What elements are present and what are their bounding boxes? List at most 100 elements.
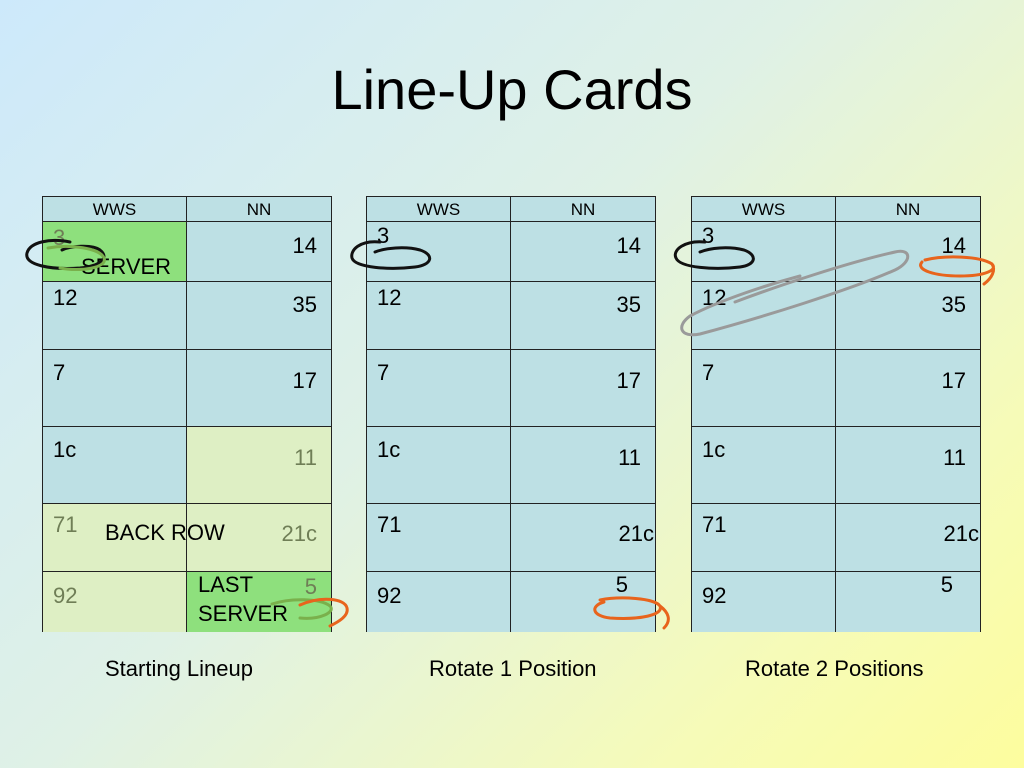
caption-starting-lineup: Starting Lineup	[105, 656, 253, 681]
player-nn-21c: 21c	[943, 521, 979, 546]
table-row: 1c 11	[692, 427, 980, 504]
player-wws-92: 92	[702, 583, 727, 608]
player-wws-12: 12	[53, 285, 78, 310]
player-nn-35: 35	[941, 292, 966, 317]
lineup-card-starting: WWS NN 3 SERVER 14 12 35 7 17 1c	[42, 196, 332, 632]
table-row: 7 17	[43, 350, 331, 427]
player-wws-3: 3	[53, 225, 66, 250]
table-row: 71 21c	[692, 504, 980, 572]
cell-nn: 14	[836, 222, 980, 281]
cell-wws: 92	[367, 572, 511, 632]
cell-wws: 7	[43, 350, 187, 426]
cell-wws-back-row: 71	[43, 504, 187, 571]
table-row: 3 14	[692, 222, 980, 282]
player-nn-14: 14	[616, 233, 641, 258]
cell-nn: 11	[836, 427, 980, 503]
player-wws-71: 71	[702, 512, 727, 537]
player-wws-7: 7	[702, 360, 715, 385]
last-server-label-line1: LAST	[198, 572, 254, 597]
cell-nn-back-row: 11	[187, 427, 331, 503]
server-label: SERVER	[81, 254, 172, 279]
cell-wws: 7	[692, 350, 836, 426]
player-nn-5: 5	[940, 572, 953, 597]
cell-nn: 21c	[511, 504, 655, 571]
player-nn-17: 17	[292, 368, 317, 393]
cell-nn: 11	[511, 427, 655, 503]
player-wws-12: 12	[377, 285, 402, 310]
table-row: 3 SERVER 14	[43, 222, 331, 282]
cell-nn: 35	[511, 282, 655, 349]
cell-nn-back-row: 21c	[187, 504, 331, 571]
header-nn: NN	[187, 197, 331, 221]
player-nn-11: 11	[294, 445, 317, 470]
slide-title: Line-Up Cards	[331, 58, 693, 121]
cell-wws: 12	[367, 282, 511, 349]
player-nn-35: 35	[616, 292, 641, 317]
player-nn-21c: 21c	[281, 521, 317, 546]
player-nn-14: 14	[941, 233, 966, 258]
player-wws-7: 7	[53, 360, 66, 385]
player-wws-3: 3	[377, 223, 390, 248]
player-nn-5: 5	[304, 574, 317, 599]
player-nn-17: 17	[941, 368, 966, 393]
table-row: 92 5	[367, 572, 655, 632]
table-row: 1c 11	[43, 427, 331, 504]
table-row: 7 17	[692, 350, 980, 427]
cell-nn: 35	[836, 282, 980, 349]
card-header-row: WWS NN	[367, 197, 655, 222]
last-server-cell: 5 LAST SERVER	[187, 572, 331, 632]
table-row: 1c 11	[367, 427, 655, 504]
player-nn-17: 17	[616, 368, 641, 393]
table-row: 12 35	[43, 282, 331, 350]
player-wws-71: 71	[377, 512, 402, 537]
cell-wws: 92	[692, 572, 836, 632]
player-wws-3: 3	[702, 223, 715, 248]
player-wws-7: 7	[377, 360, 390, 385]
cell-wws: 12	[692, 282, 836, 349]
player-wws-12: 12	[702, 285, 727, 310]
cell-nn: 17	[836, 350, 980, 426]
table-row: 12 35	[367, 282, 655, 350]
cell-wws: 1c	[43, 427, 187, 503]
cell-nn: 35	[187, 282, 331, 349]
table-row: 71 21c	[367, 504, 655, 572]
player-wws-92: 92	[53, 583, 78, 608]
player-nn-11: 11	[943, 445, 966, 470]
cell-nn: 5	[836, 572, 980, 632]
player-nn-21c: 21c	[618, 521, 654, 546]
back-row-label: BACK ROW	[105, 520, 225, 545]
table-row: 12 35	[692, 282, 980, 350]
player-wws-1c: 1c	[702, 437, 726, 462]
player-wws-1c: 1c	[377, 437, 401, 462]
card-header-row: WWS NN	[43, 197, 331, 222]
caption-rotate-1: Rotate 1 Position	[429, 656, 597, 681]
cell-nn: 21c	[836, 504, 980, 571]
cell-wws: 71	[367, 504, 511, 571]
lineup-card-rotate-2: WWS NN 3 14 12 35 7 17 1c 11	[691, 196, 981, 632]
cell-wws: 12	[43, 282, 187, 349]
cell-wws: 7	[367, 350, 511, 426]
cell-nn: 17	[511, 350, 655, 426]
header-nn: NN	[511, 197, 655, 221]
table-row: 92 5 LAST SERVER	[43, 572, 331, 632]
header-wws: WWS	[43, 197, 187, 221]
header-wws: WWS	[367, 197, 511, 221]
header-nn: NN	[836, 197, 980, 221]
card-header-row: WWS NN	[692, 197, 980, 222]
cell-wws-back-row: 92	[43, 572, 187, 632]
cell-nn: 17	[187, 350, 331, 426]
cell-nn: 5	[511, 572, 655, 632]
cell-nn: 14	[511, 222, 655, 281]
cell-wws: 1c	[367, 427, 511, 503]
player-nn-14: 14	[292, 233, 317, 258]
cell-nn: 14	[187, 222, 331, 281]
player-nn-5: 5	[615, 572, 628, 597]
cell-wws: 1c	[692, 427, 836, 503]
cell-wws: 3	[692, 222, 836, 281]
table-row: 71 21c BACK ROW	[43, 504, 331, 572]
lineup-card-rotate-1: WWS NN 3 14 12 35 7 17 1c 11	[366, 196, 656, 632]
last-server-label-line2: SERVER	[198, 601, 289, 626]
player-wws-71: 71	[53, 512, 78, 537]
table-row: 92 5	[692, 572, 980, 632]
table-row: 7 17	[367, 350, 655, 427]
